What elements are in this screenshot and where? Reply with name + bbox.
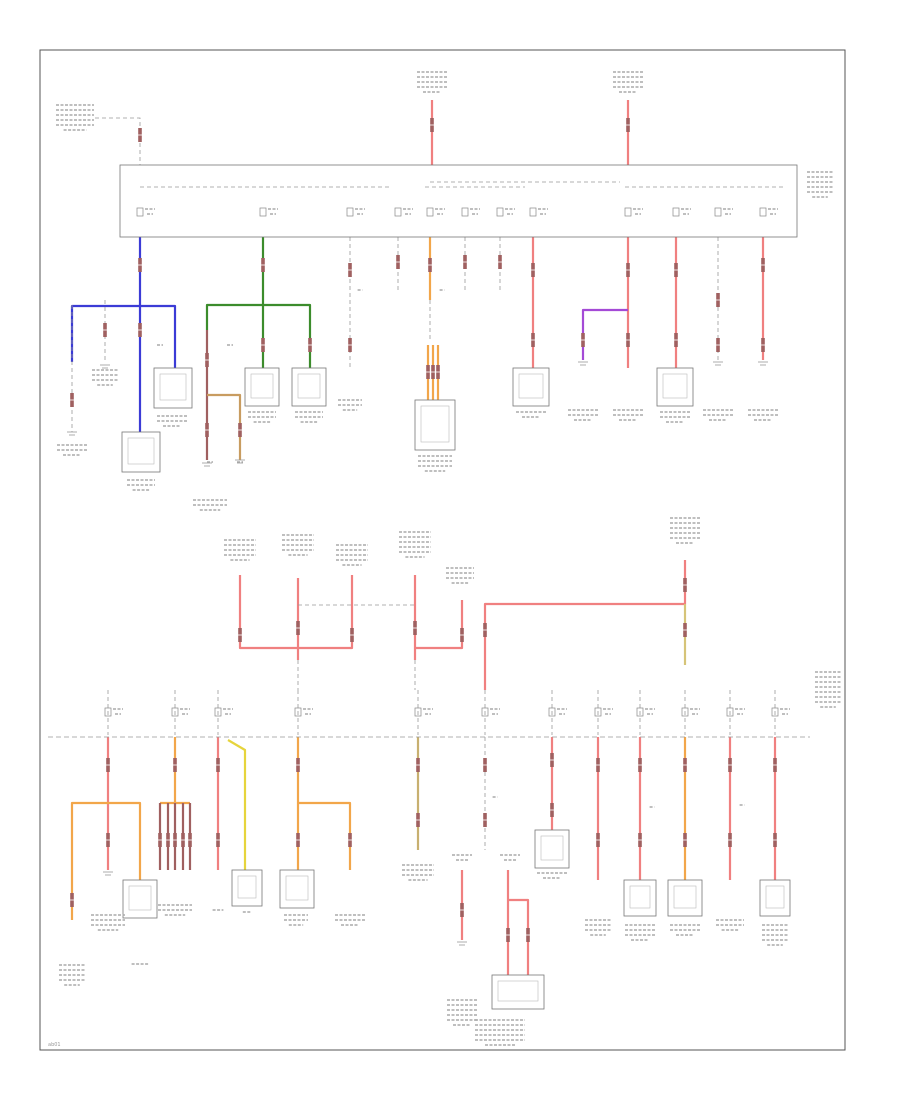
fuse-symbol	[214, 707, 222, 717]
component-inner	[127, 437, 155, 465]
red-wire	[415, 600, 464, 650]
component-box	[759, 879, 791, 917]
fuse-symbol	[426, 207, 434, 217]
component-box	[656, 367, 694, 407]
component-inner	[420, 405, 450, 443]
fuse-symbol	[714, 207, 722, 217]
component-box	[512, 367, 550, 407]
red-wire	[238, 575, 298, 650]
component-box	[414, 399, 456, 451]
fuse-symbol	[136, 207, 144, 217]
fuse-symbol	[548, 707, 556, 717]
fuse-symbol	[726, 707, 734, 717]
component-layer	[48, 164, 810, 1010]
violet-wire	[581, 308, 628, 360]
component-inner	[673, 885, 697, 909]
component-inner	[518, 373, 544, 399]
orange-wire	[70, 801, 142, 920]
component-inner	[250, 373, 274, 399]
fuse-symbol	[636, 707, 644, 717]
fuse-symbol	[624, 207, 632, 217]
fuse-symbol	[259, 207, 267, 217]
component-box	[291, 367, 327, 407]
fuse-symbol	[681, 707, 689, 717]
diagram-frame	[39, 49, 846, 1051]
component-inner	[128, 885, 152, 911]
component-box	[231, 869, 263, 907]
component-box	[667, 879, 703, 917]
label-layer	[56, 71, 841, 1046]
fuse-symbol	[171, 707, 179, 717]
component-inner	[237, 875, 257, 899]
component-inner	[297, 373, 321, 399]
tan-wire	[207, 393, 242, 460]
dashed-wire	[95, 117, 141, 165]
fuse-symbol	[759, 207, 767, 217]
fuse-symbol	[529, 207, 537, 217]
component-box	[623, 879, 657, 917]
fuse-symbol	[104, 707, 112, 717]
fuse-symbol	[394, 207, 402, 217]
fuse-box-top	[119, 164, 798, 238]
yellow-wire	[227, 739, 247, 870]
fuse-symbol	[594, 707, 602, 717]
blue-wire	[140, 304, 177, 368]
fuse-symbol	[461, 207, 469, 217]
component-box	[491, 974, 545, 1010]
fuse-symbol	[496, 207, 504, 217]
component-inner	[159, 373, 187, 401]
component-inner	[765, 885, 785, 909]
connector-layer	[67, 118, 779, 946]
orange-wire	[298, 801, 352, 870]
fuse-symbol	[771, 707, 779, 717]
component-box	[122, 879, 158, 919]
component-box	[279, 869, 315, 909]
red-wire	[483, 560, 687, 690]
component-inner	[662, 373, 688, 399]
component-box	[534, 829, 570, 869]
fuse-symbol	[481, 707, 489, 717]
fuse-symbol	[414, 707, 422, 717]
component-inner	[285, 875, 309, 901]
red-wire	[508, 898, 530, 975]
fuse-symbol	[672, 207, 680, 217]
red-wire	[298, 575, 354, 650]
green-wire	[205, 303, 312, 368]
diagram-reference-code: ab01	[48, 1042, 61, 1048]
component-box	[153, 367, 193, 409]
component-inner	[629, 885, 651, 909]
component-inner	[497, 980, 539, 1002]
component-box	[244, 367, 280, 407]
fuse-symbol	[346, 207, 354, 217]
fuse-symbol	[294, 707, 302, 717]
component-inner	[540, 835, 564, 861]
component-box	[121, 431, 161, 473]
